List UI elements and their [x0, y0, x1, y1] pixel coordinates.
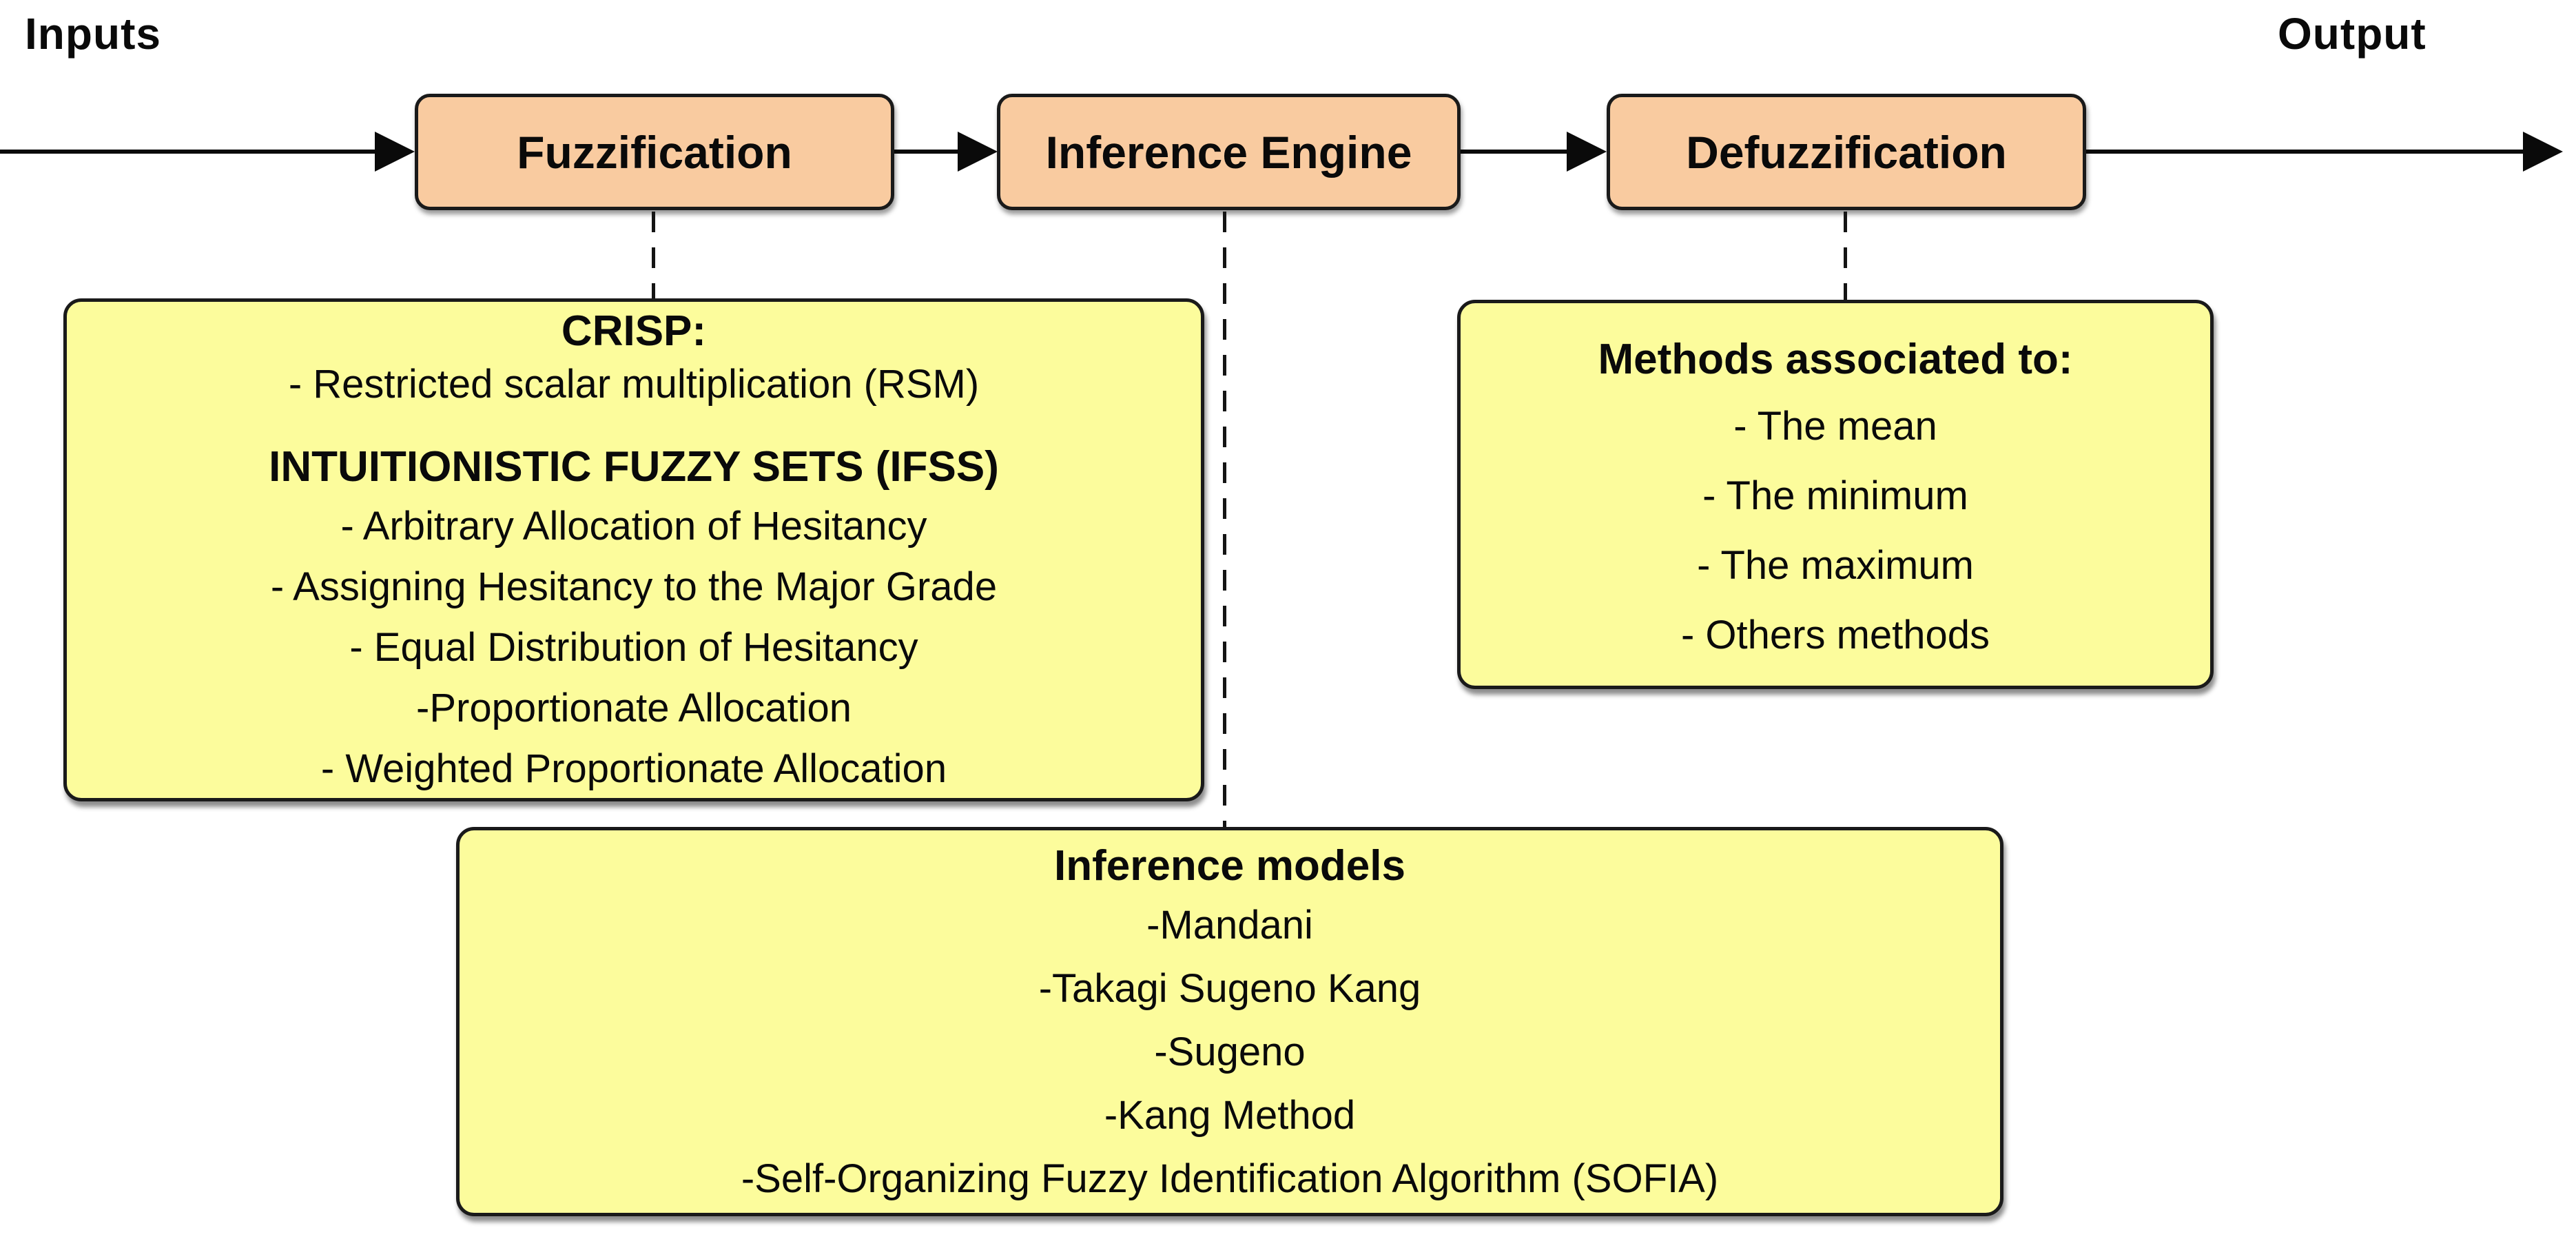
stage-box-defuzzification: Defuzzification	[1607, 94, 2086, 210]
inference-model-item: -Takagi Sugeno Kang	[1038, 966, 1421, 1011]
output-arrow-line	[2086, 150, 2524, 154]
inference-model-item: -Mandani	[1146, 903, 1313, 948]
ifss-item: - Arbitrary Allocation of Hesitancy	[340, 504, 927, 549]
methods-item: - The mean	[1733, 404, 1937, 449]
stage-label-fuzzification: Fuzzification	[517, 126, 792, 178]
note-box-defuzzification-methods: Methods associated to: - The mean - The …	[1457, 300, 2214, 689]
inference-models-header: Inference models	[1054, 842, 1405, 890]
crisp-header: CRISP:	[561, 307, 707, 355]
stage-box-inference-engine: Inference Engine	[997, 94, 1461, 210]
output-label: Output	[2278, 9, 2426, 59]
input-arrowhead-icon	[375, 132, 415, 172]
ifss-header: INTUITIONISTIC FUZZY SETS (IFSS)	[269, 443, 999, 491]
methods-item: - The maximum	[1697, 543, 1974, 588]
inference-model-item: -Sugeno	[1154, 1030, 1306, 1074]
stage-box-fuzzification: Fuzzification	[415, 94, 894, 210]
fuzzification-to-inference-arrowhead-icon	[958, 132, 998, 172]
connector-defuzzification-note	[1844, 212, 1847, 300]
methods-item: - Others methods	[1680, 613, 1990, 657]
inference-model-item: -Self-Organizing Fuzzy Identification Al…	[741, 1156, 1719, 1201]
ifss-item: - Assigning Hesitancy to the Major Grade	[270, 564, 998, 609]
ifss-item: - Equal Distribution of Hesitancy	[349, 625, 918, 670]
input-arrow-line	[0, 150, 375, 154]
crisp-item: - Restricted scalar multiplication (RSM)	[288, 362, 980, 407]
stage-label-inference-engine: Inference Engine	[1045, 126, 1412, 178]
inference-to-defuzzification-arrow-line	[1461, 150, 1567, 154]
methods-header: Methods associated to:	[1598, 336, 2073, 383]
ifss-item: -Proportionate Allocation	[416, 686, 852, 730]
inference-to-defuzzification-arrowhead-icon	[1567, 132, 1607, 172]
note-box-inference-models: Inference models -Mandani -Takagi Sugeno…	[456, 827, 2003, 1216]
methods-item: - The minimum	[1702, 473, 1968, 518]
inputs-label: Inputs	[25, 9, 161, 59]
connector-inference-note	[1223, 212, 1226, 827]
connector-fuzzification-note	[652, 212, 655, 298]
ifss-item: - Weighted Proportionate Allocation	[320, 746, 947, 791]
output-arrowhead-icon	[2523, 132, 2563, 172]
note-box-fuzzification-methods: CRISP: - Restricted scalar multiplicatio…	[63, 298, 1204, 801]
inference-model-item: -Kang Method	[1104, 1093, 1356, 1138]
fuzzification-to-inference-arrow-line	[894, 150, 961, 154]
stage-label-defuzzification: Defuzzification	[1686, 126, 2007, 178]
